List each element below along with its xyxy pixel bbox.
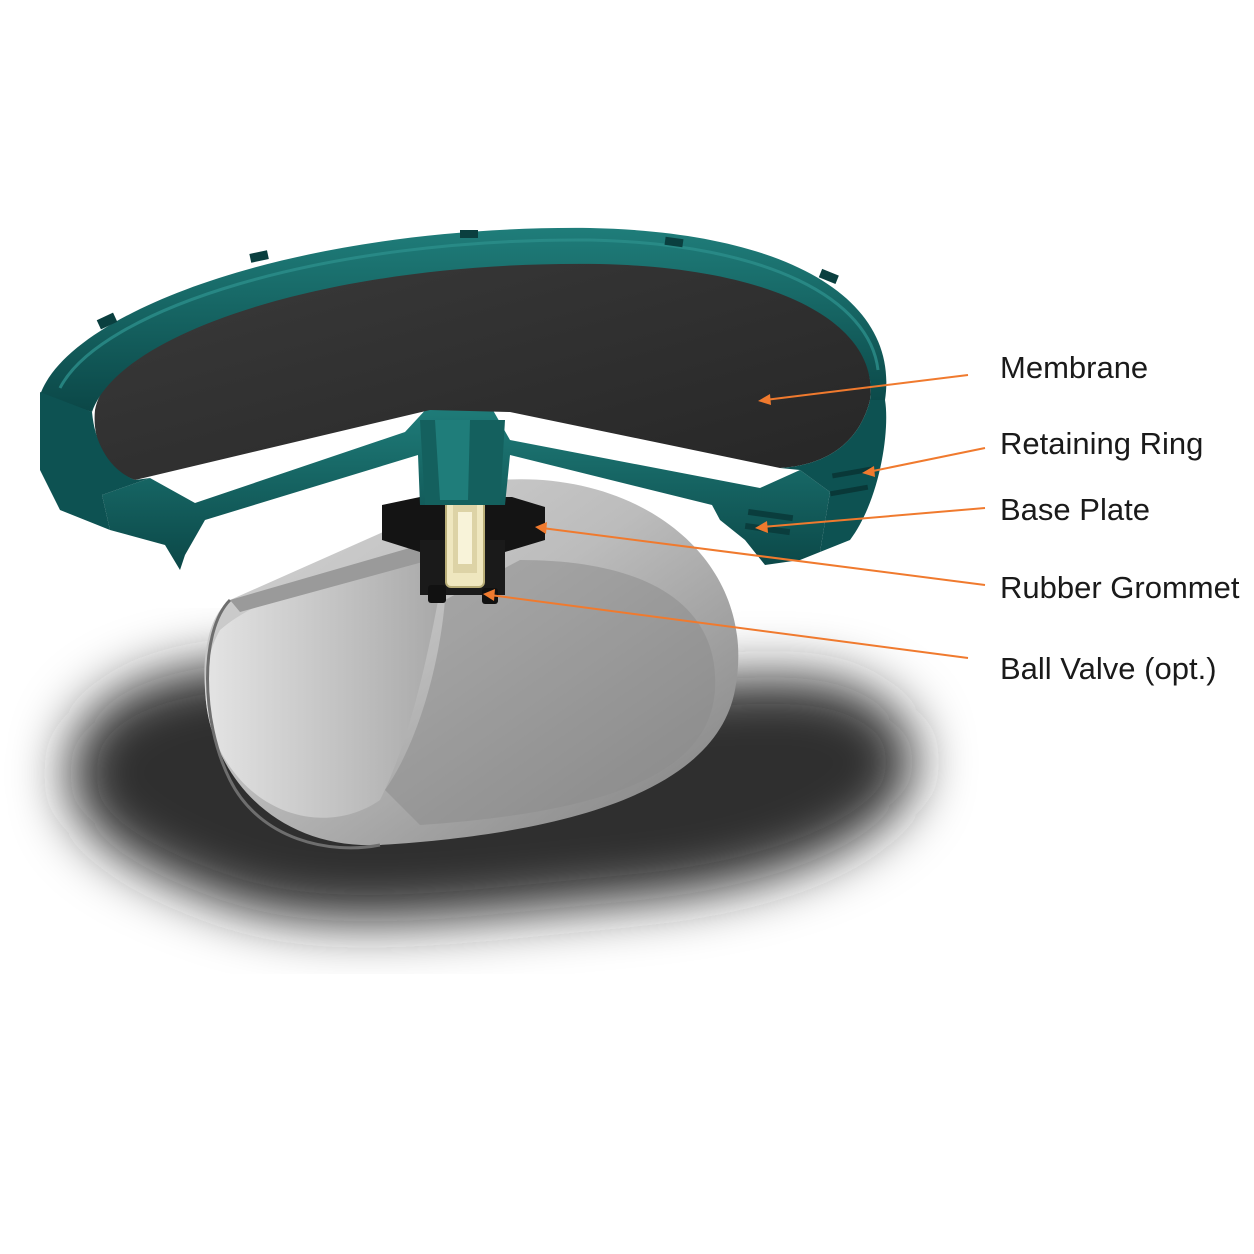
leader-rubber-grommet-arrowhead bbox=[535, 522, 547, 534]
label-retaining-ring: Retaining Ring bbox=[1000, 426, 1203, 461]
leader-ball-valve-arrowhead bbox=[483, 589, 495, 601]
callout-labels: Membrane Retaining Ring Base Plate Rubbe… bbox=[1000, 350, 1240, 686]
ball-valve bbox=[445, 494, 485, 588]
label-rubber-grommet: Rubber Grommet bbox=[1000, 570, 1240, 605]
label-base-plate: Base Plate bbox=[1000, 492, 1150, 527]
leader-rubber-grommet bbox=[541, 527, 986, 586]
leader-membrane-arrowhead bbox=[758, 394, 771, 405]
leader-ball-valve bbox=[489, 594, 969, 659]
leader-lines bbox=[483, 374, 986, 659]
leader-retaining-ring bbox=[867, 447, 986, 473]
leader-retaining-ring-arrowhead bbox=[862, 466, 875, 477]
label-membrane: Membrane bbox=[1000, 350, 1148, 385]
membrane bbox=[94, 257, 871, 480]
base-plate bbox=[102, 405, 830, 570]
leader-base-plate bbox=[761, 507, 986, 528]
pipe bbox=[204, 479, 739, 850]
leader-base-plate-arrowhead bbox=[755, 521, 768, 533]
label-ball-valve: Ball Valve (opt.) bbox=[1000, 651, 1217, 686]
retaining-ring bbox=[40, 227, 887, 552]
leader-membrane bbox=[764, 374, 969, 401]
